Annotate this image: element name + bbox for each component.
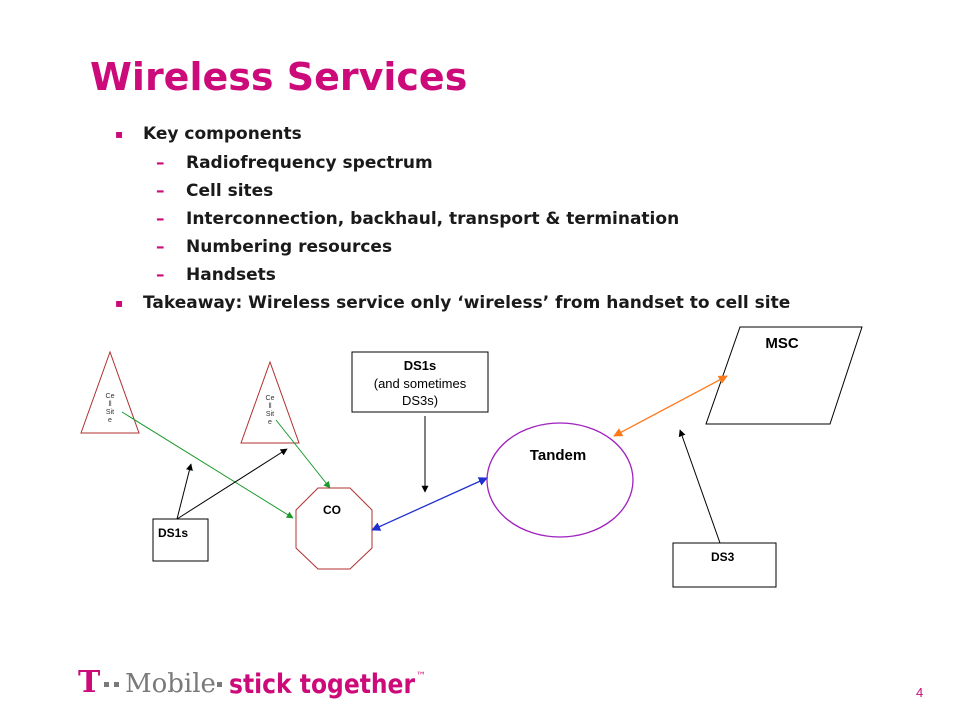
bullet-square-icon: ▪ <box>115 127 124 141</box>
logo-dot-icon <box>217 682 222 687</box>
arrow-tandem-msc <box>613 375 728 437</box>
arrow-ds1s-to-cellsite2 <box>176 448 288 520</box>
arrow-ds1s-to-cellsite1 <box>176 463 193 520</box>
arrow-co-tandem <box>371 477 488 531</box>
trademark-symbol: ™ <box>416 671 426 682</box>
cell-site-2-line-3: Sit <box>266 411 274 418</box>
tagline-text: stick together <box>229 669 416 700</box>
tandem-node: Tandem <box>486 422 634 538</box>
ds3-label: DS3 <box>711 550 735 564</box>
tmobile-logo: T Mobile stick together ™ <box>78 665 426 700</box>
bullet-takeaway: ▪Takeaway: Wireless service only ‘wirele… <box>115 293 791 313</box>
tandem-label: Tandem <box>530 447 586 464</box>
logo-mobile-text: Mobile <box>125 669 216 699</box>
msc-node: MSC <box>705 326 863 425</box>
sub-bullet-handsets: –Handsets <box>156 265 276 285</box>
co-label: CO <box>323 503 341 517</box>
cell-site-1: Ce ll Sit e <box>80 350 140 434</box>
ds1s-box-line-3: DS3s) <box>402 393 438 408</box>
dash-marker: – <box>156 181 165 201</box>
arrow-cellsite2-to-co <box>275 419 331 489</box>
sub-bullet-spectrum: –Radiofrequency spectrum <box>156 153 433 173</box>
bullet-list: ▪Key components –Radiofrequency spectrum… <box>0 0 960 330</box>
arrow-ds3-to-msc <box>678 429 721 544</box>
cell-site-2-line-2: ll <box>268 403 272 410</box>
co-node: CO <box>295 487 373 570</box>
ds1s-ds3s-box: DS1s (and sometimes DS3s) <box>351 351 489 413</box>
sub-bullet-interconnection: –Interconnection, backhaul, transport & … <box>156 209 680 229</box>
cell-site-2: Ce ll Sit e <box>240 360 300 444</box>
msc-label: MSC <box>765 335 799 352</box>
arrow-cellsite1-to-co <box>121 411 294 519</box>
bullet-square-icon: ▪ <box>115 296 124 310</box>
cell-site-1-line-1: Ce <box>106 393 115 400</box>
cell-site-1-line-2: ll <box>108 401 112 408</box>
logo-dot-icon <box>104 682 109 687</box>
ds1s-box-bottom-label: DS1s <box>158 526 188 540</box>
ds1s-box-label: DS1s <box>404 358 437 373</box>
sub-bullet-numbering: –Numbering resources <box>156 237 393 257</box>
page-number: 4 <box>916 685 924 700</box>
dash-marker: – <box>156 265 165 285</box>
logo-dot-icon <box>114 682 119 687</box>
cell-site-1-line-3: Sit <box>106 409 114 416</box>
ds1s-box-line-2: (and sometimes <box>374 376 467 391</box>
cell-site-2-line-4: e <box>268 419 272 426</box>
bullet-key-components: ▪Key components <box>115 124 302 144</box>
slide-title: Wireless Services <box>90 55 468 99</box>
dash-marker: – <box>156 237 165 257</box>
ds3-box: DS3 <box>672 542 777 588</box>
logo-letter: T <box>78 665 101 700</box>
cell-site-2-line-1: Ce <box>266 395 275 402</box>
dash-marker: – <box>156 209 165 229</box>
dash-marker: – <box>156 153 165 173</box>
cell-site-1-line-4: e <box>108 417 112 424</box>
sub-bullet-cell-sites: –Cell sites <box>156 181 274 201</box>
ds1s-box: DS1s <box>152 518 209 562</box>
